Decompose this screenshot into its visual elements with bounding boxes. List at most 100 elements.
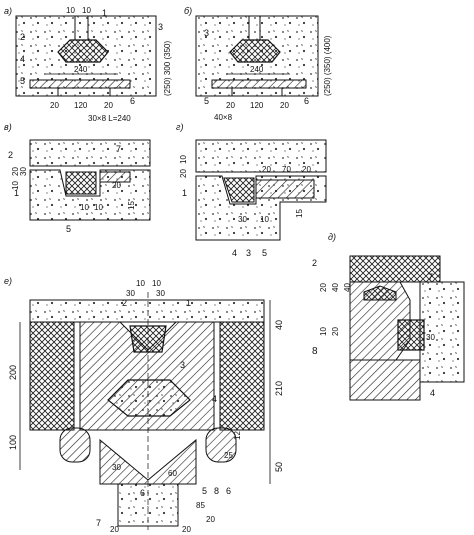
panel-a-callout-5: 5 [20,76,25,86]
panel-a-dim-bottom-3: 20 [104,101,113,110]
panel-e-dim-small-30: 30 [112,463,121,472]
panel-e-dim-left-200: 200 [8,365,18,380]
panel-e-dim-right-40: 40 [274,320,284,330]
panel-b-joint-seal [229,39,281,63]
panel-v-dim-left-1: 10 [11,181,20,190]
panel-g-dim-left-2: 10 [179,155,188,164]
panel-a-callout-2: 2 [20,32,25,42]
panel-e-top-concrete [29,299,265,323]
panel-b-dim-bottom-2: 120 [250,101,264,110]
panel-e-dim-bottom-85: 85 [196,501,205,510]
panel-v-dim-bottom-3: 20 [112,181,121,190]
panel-e-dim-bottom-20a: 20 [206,515,215,524]
panel-e-dim-small-12: 12 [233,431,242,440]
panel-v-callout-1: 1 [14,188,19,198]
panel-v-callout-7: 7 [116,144,121,154]
panel-b-callout-5: 5 [204,96,209,106]
panel-g-steel-plate [255,179,315,199]
panel-d-dim-30: 30 [426,333,435,342]
panel-a-callout-4: 4 [20,54,25,64]
panel-a-callout-6: 6 [130,96,135,106]
panel-a-dim-top-2: 10 [82,6,91,15]
panel-d-callout-2: 2 [312,258,317,268]
panel-v-upper-concrete [29,139,151,167]
panel-v-callout-2: 2 [8,150,13,160]
panel-b-groove [248,16,261,40]
panel-v-dim-bottom-2: 10 [94,203,103,212]
panel-b-base-plate [211,79,307,89]
panel-g-dim-top-3: 20 [302,165,311,174]
panel-e-right-crosshatch [219,321,265,431]
panel-g-callout-1: 1 [182,188,187,198]
panel-e-dim-small-60: 60 [168,469,177,478]
panel-a-dim-top-1: 10 [66,6,75,15]
panel-v-dim-left-3: 30 [19,167,28,176]
panel-e-label: е) [4,276,12,286]
panel-a-callout-3: 3 [158,22,163,32]
panel-e-dim-top-4: 30 [156,289,165,298]
panel-d-callout-7: 7 [428,272,433,282]
panel-e-dim-top-2: 10 [152,279,161,288]
panel-g-callout-5: 5 [262,248,267,258]
panel-d-label: д) [328,232,336,242]
panel-b-dim-bottom-1: 20 [226,101,235,110]
panel-d-callout-8: 8 [312,346,318,357]
panel-a-note: 30×8 L=240 [88,114,131,123]
panel-d-upper-crosshatch [349,255,441,283]
panel-v-dim-bottom-1: 10 [80,203,89,212]
panel-v-dim-bottom-4: 15 [127,201,136,210]
panel-d-seal-profile [363,285,397,301]
panel-g-insert [223,177,255,203]
panel-b-callout-6: 6 [304,96,309,106]
panel-e-callout-1: 1 [186,298,191,308]
panel-d-lower-hatch [349,359,421,401]
panel-d-callout-4: 4 [430,388,435,398]
panel-g-dim-top-1: 20 [262,165,271,174]
panel-d-dim-top-3: 40 [343,283,352,292]
panel-d-dim-left-2: 20 [331,327,340,336]
panel-e-dim-top-1: 10 [136,279,145,288]
panel-a-dim-vertical: (250) 300 (350) [163,41,172,96]
panel-e-dim-right-210: 210 [274,381,284,396]
panel-e-dim-small-25: 25 [224,451,233,460]
panel-a-bottom-strip [57,87,111,97]
panel-d-dim-left-1: 10 [319,327,328,336]
panel-b-callout-3: 3 [204,28,209,38]
panel-e-trapezoid-insert [107,379,191,417]
panel-b-dim-vertical: (250) (350) (400) [323,35,332,96]
panel-v-dim-left-2: 20 [11,167,20,176]
panel-e-left-crosshatch [29,321,75,431]
panel-e-dim-bottom-20c: 20 [182,525,191,534]
panel-e-bottom-wedge [99,438,197,485]
panel-a-dim-bottom-2: 120 [74,101,88,110]
panel-e-dim-right-50: 50 [274,462,284,472]
panel-v: в) 2 7 1 5 10 20 30 10 10 20 15 [4,122,151,234]
panel-a-groove [74,16,89,40]
panel-e-callout-3: 3 [180,360,185,370]
panel-b-label: б) [184,6,192,16]
panel-b-dim-bottom-3: 20 [280,101,289,110]
panel-e-dim-top-3: 30 [126,289,135,298]
panel-b-note: 40×8 [214,113,233,122]
panel-a-dim-bottom-1: 20 [50,101,59,110]
panel-e-right-roll [205,427,237,463]
panel-e-callout-2: 2 [122,298,127,308]
panel-e-callout-4: 4 [212,394,217,404]
panel-a-dim-240: 240 [74,65,88,74]
panel-b: б) 240 3 5 6 20 120 20 40×8 (250) (350) … [184,6,332,122]
panel-g-dim-bottom-2: 10 [260,215,269,224]
panel-e-callout-6-center: 6 [140,488,145,498]
panel-g-dim-top-2: 70 [282,165,291,174]
panel-e-callout-5: 5 [202,486,207,496]
panel-e-dim-left-100: 100 [8,435,18,450]
panel-v-callout-5: 5 [66,224,71,234]
panel-e-callout-6-right: 6 [226,486,231,496]
panel-g-upper-concrete [195,139,327,173]
panel-g-dim-left-1: 20 [179,169,188,178]
panel-g-label: г) [176,122,183,132]
panel-g: г) 1 4 3 5 20 10 20 70 20 30 10 15 [176,122,327,258]
panel-d-right-concrete [419,281,465,383]
panel-e-dim-bottom-20b: 20 [110,525,119,534]
panel-a-joint-seal [57,39,109,63]
